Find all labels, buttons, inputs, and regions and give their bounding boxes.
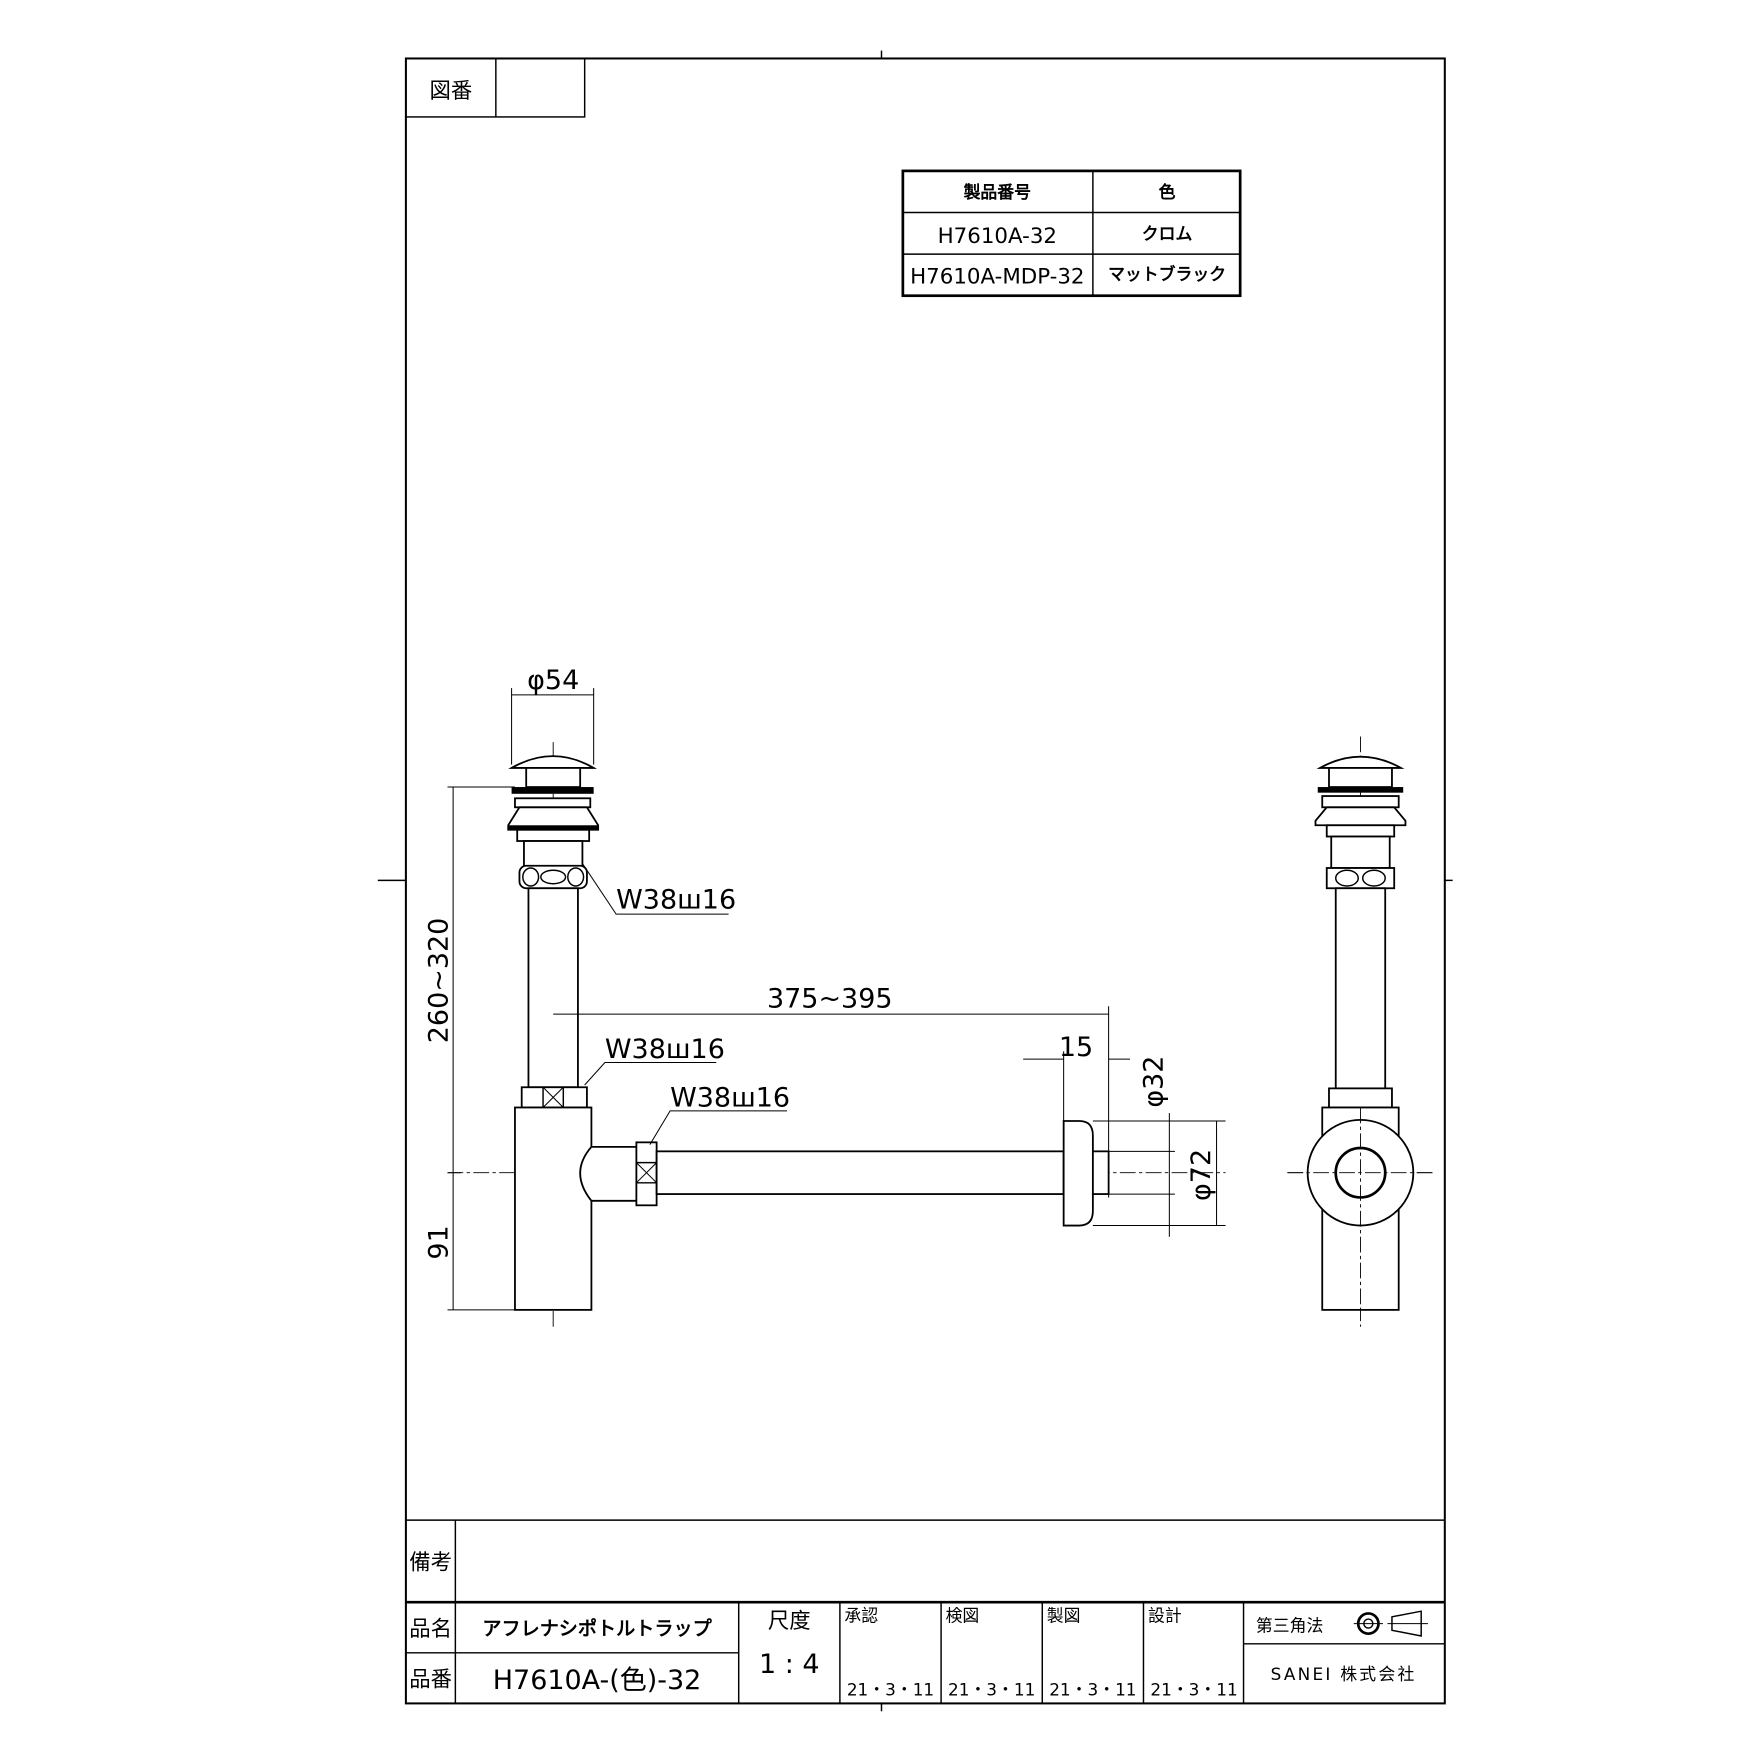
dim-pipe-diameter: φ32 bbox=[1139, 1056, 1170, 1108]
number-label: 品番 bbox=[409, 1668, 452, 1693]
label-thread-side: W38ш16 bbox=[670, 1082, 790, 1113]
third-angle-projection-icon bbox=[1353, 1610, 1428, 1637]
product-color-cell: マットブラック bbox=[1108, 264, 1226, 284]
product-code-cell: H7610A-32 bbox=[938, 224, 1057, 249]
front-view bbox=[447, 742, 1226, 1327]
scale-label: 尺度 bbox=[768, 1609, 811, 1634]
pop-up-cap bbox=[508, 755, 597, 769]
dimensions: φ54 260~320 91 375~395 15 φ32 φ72 W38ш16… bbox=[423, 665, 1226, 1311]
approval-date: 21・3・11 bbox=[847, 1680, 934, 1700]
check-date: 21・3・11 bbox=[948, 1680, 1035, 1700]
horizontal-pipe bbox=[655, 1150, 1065, 1195]
header-product-code: 製品番号 bbox=[963, 182, 1032, 202]
design-label: 設計 bbox=[1148, 1605, 1182, 1625]
middle-nut bbox=[520, 1086, 588, 1109]
vertical-pipe bbox=[527, 887, 579, 1089]
dim-flange-diameter: φ72 bbox=[1186, 1149, 1217, 1201]
name-label: 品名 bbox=[409, 1617, 452, 1642]
drafting-label: 製図 bbox=[1047, 1605, 1081, 1625]
drafting-date: 21・3・11 bbox=[1049, 1680, 1136, 1700]
check-label: 検図 bbox=[946, 1605, 980, 1625]
frame-center-marks bbox=[377, 50, 1453, 1712]
projection-label: 第三角法 bbox=[1256, 1615, 1323, 1635]
dim-height-range: 260~320 bbox=[423, 918, 454, 1044]
dim-horizontal-range: 375~395 bbox=[767, 983, 893, 1014]
drawing-number-box: 図番 bbox=[405, 57, 586, 118]
product-table: 製品番号 色 H7610A-32 クロム H7610A-MDP-32 マットブラ… bbox=[901, 169, 1242, 298]
dim-cap-diameter: φ54 bbox=[527, 665, 579, 696]
remarks-label: 備考 bbox=[409, 1551, 452, 1576]
company-name: SANEI 株式会社 bbox=[1271, 1664, 1417, 1684]
label-thread-upper: W38ш16 bbox=[616, 884, 736, 915]
dim-lower-height: 91 bbox=[423, 1225, 454, 1259]
header-color: 色 bbox=[1159, 182, 1176, 202]
trap-body bbox=[514, 1106, 593, 1311]
label-thread-middle: W38ш16 bbox=[605, 1034, 725, 1065]
side-view bbox=[1287, 736, 1434, 1327]
dim-flange-offset: 15 bbox=[1059, 1032, 1093, 1063]
title-block: 備考 品名 アフレナシポトルトラップ 品番 H7610A-(色)-32 尺度 1… bbox=[405, 1519, 1445, 1704]
product-color-cell: クロム bbox=[1142, 223, 1193, 243]
upper-nut bbox=[518, 864, 588, 890]
product-number: H7610A-(色)-32 bbox=[493, 1665, 702, 1696]
scale-value: 1 : 4 bbox=[759, 1649, 820, 1680]
product-name: アフレナシポトルトラップ bbox=[482, 1617, 712, 1640]
drawing-number-label: 図番 bbox=[430, 79, 473, 104]
approval-label: 承認 bbox=[844, 1605, 878, 1625]
side-nut bbox=[635, 1141, 658, 1207]
wall-flange bbox=[1062, 1120, 1094, 1227]
design-date: 21・3・11 bbox=[1150, 1680, 1237, 1700]
product-code-cell: H7610A-MDP-32 bbox=[910, 264, 1084, 289]
